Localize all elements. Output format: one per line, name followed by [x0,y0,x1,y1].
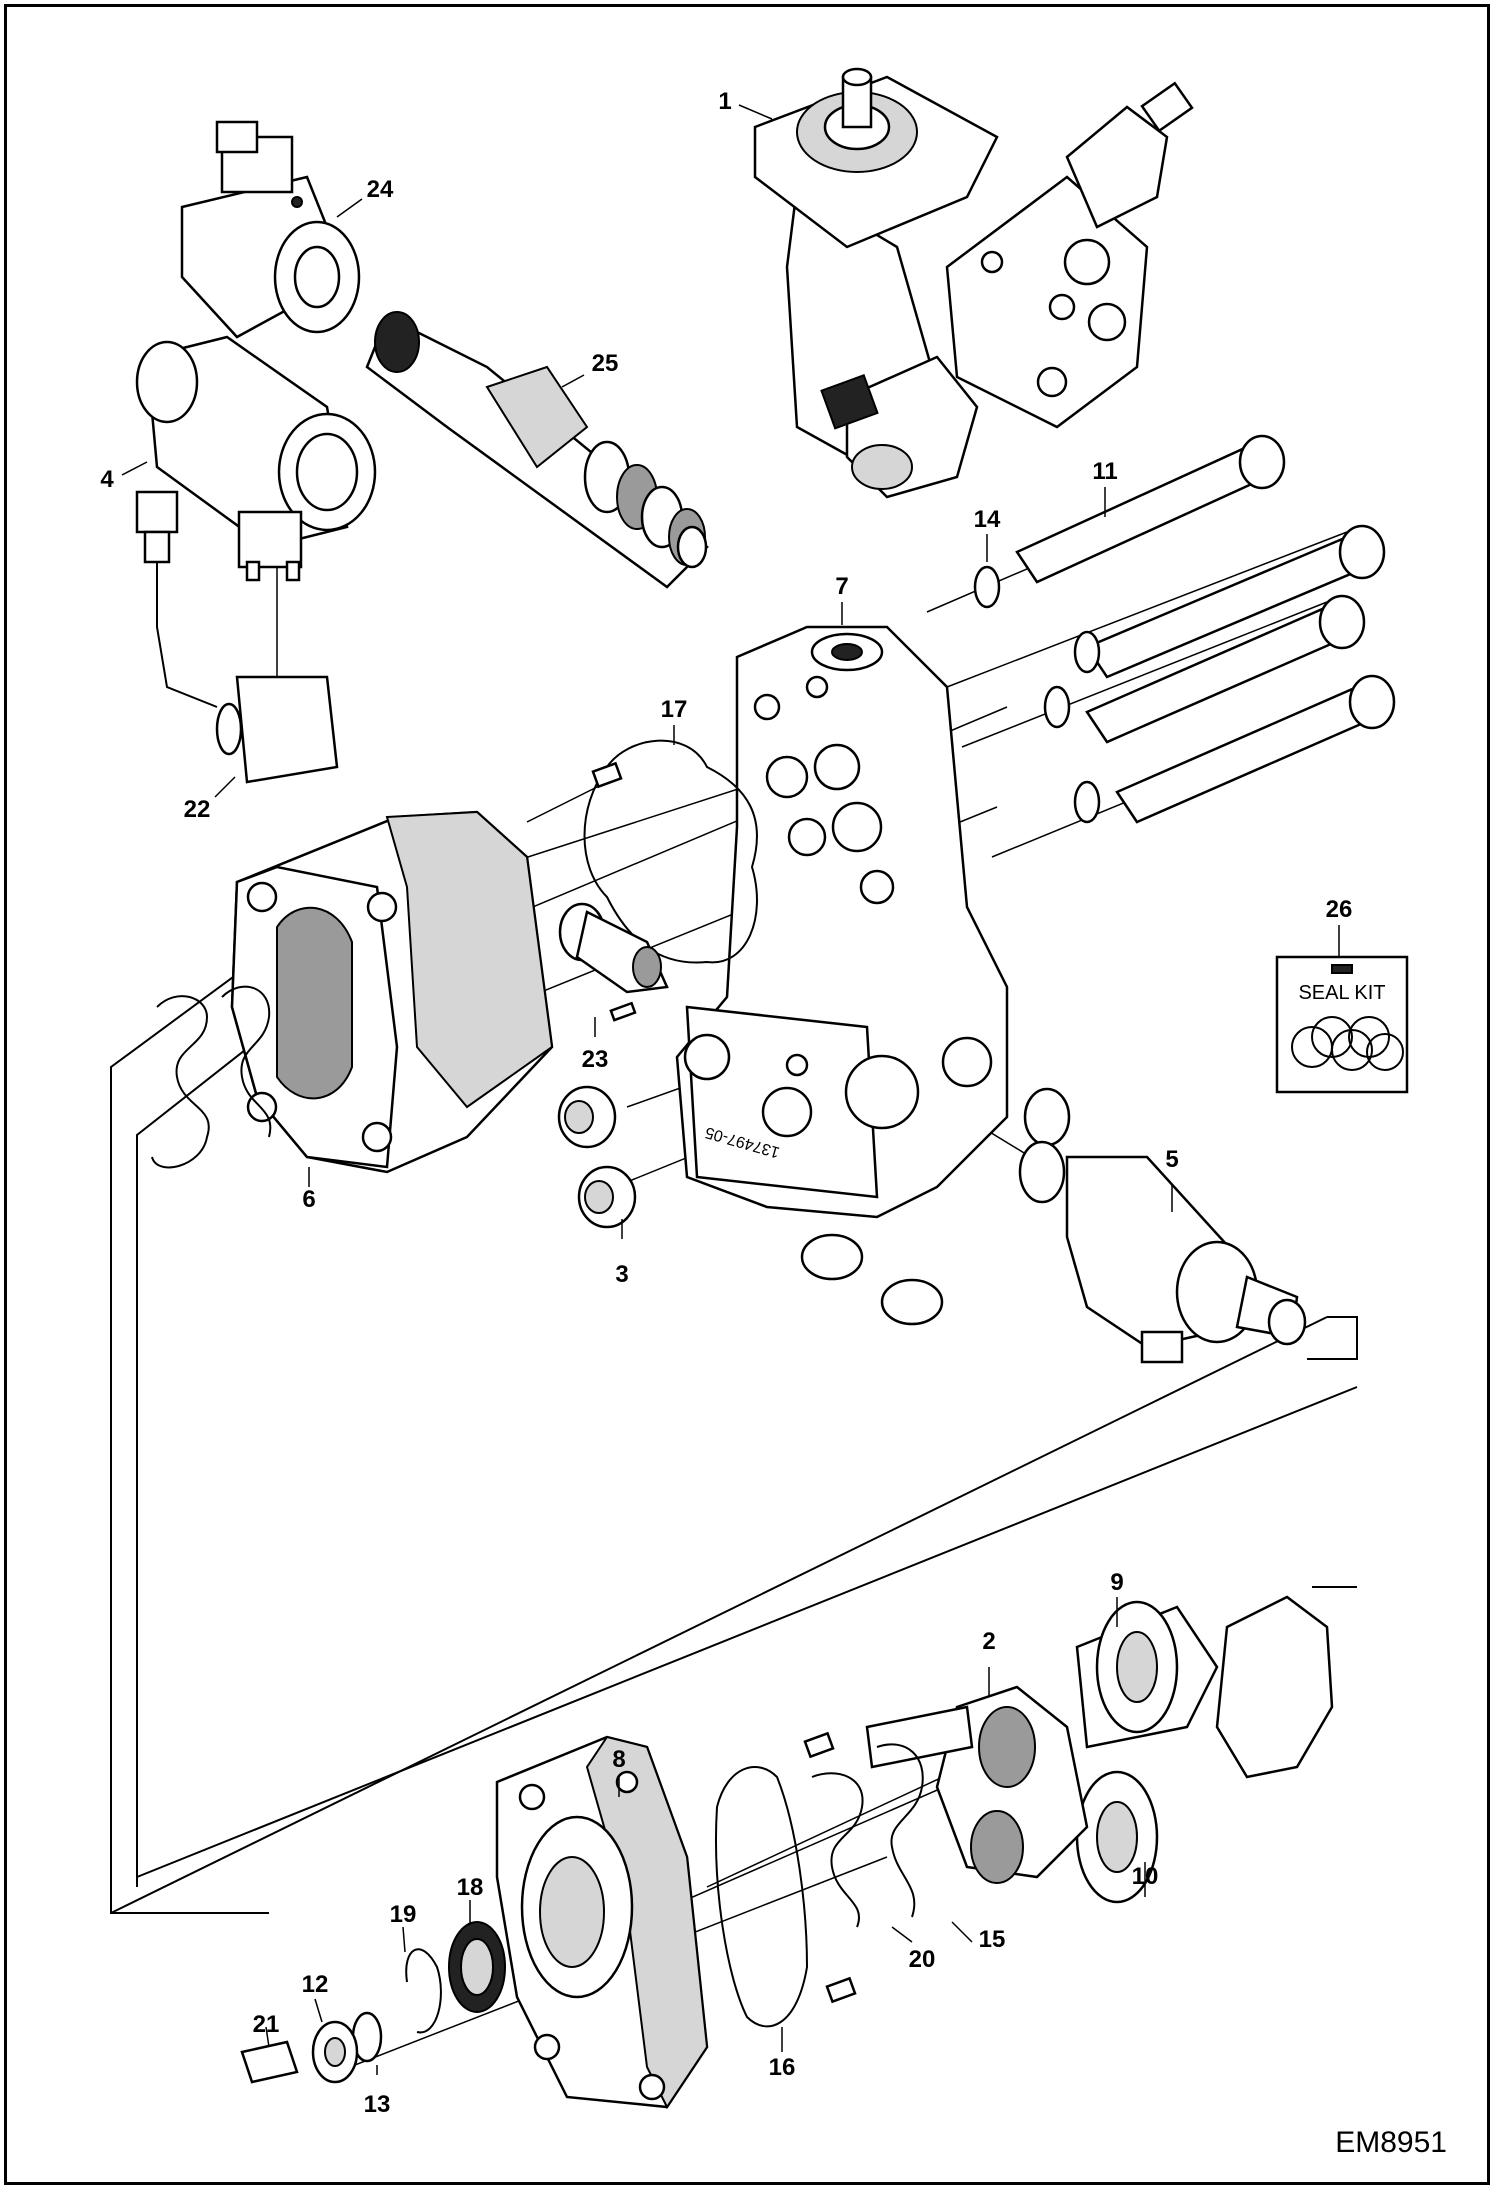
callout-26: 26 [1326,896,1353,923]
callout-7: 7 [835,573,848,600]
housing-plates [151,985,272,1169]
callout-24: 24 [367,176,394,203]
part-4-solenoid [135,335,377,582]
part-9-drive-gear [1075,1595,1334,1779]
part-23-relief-valve [558,902,669,1022]
callout-21: 21 [253,2011,280,2038]
part-7-valve-body: 137497-05 [675,625,1009,1219]
callout-4: 4 [100,466,114,493]
diagram-frame: 137497-05 [4,4,1490,2185]
callout-18: 18 [457,1874,484,1901]
seal-kit-rings [1291,1016,1404,1071]
part-3-plugs [557,1085,1071,1326]
part-11-bolts [1015,434,1396,824]
part-22-connector-harness [135,490,339,784]
part-24-solenoid-coil [180,120,361,339]
callout-3: 3 [615,1261,628,1288]
part-1-pump-assembly [753,67,1194,499]
part-17-o-ring [583,739,758,964]
callout-12: 12 [302,1971,329,1998]
part-6-pump-housing [230,761,623,1174]
part-16-o-ring [715,1731,857,2028]
callout-11: 11 [1092,458,1117,485]
callout-6: 6 [302,1186,315,1213]
callout-25: 25 [592,350,619,377]
callout-19: 19 [390,1901,417,1928]
callout-22: 22 [184,796,211,823]
part-2-bearing-block [865,1685,1089,1884]
callout-2: 2 [982,1628,995,1655]
drawing-code: EM8951 [1335,2126,1447,2159]
callout-13: 13 [364,2091,391,2118]
part-12-nut [311,2020,359,2084]
callout-15: 15 [979,1926,1006,1953]
callout-labels: 1 2 3 4 5 6 7 8 9 10 11 12 13 14 15 16 1 [100,88,1352,2118]
seal-kit-label: SEAL KIT [1298,982,1385,1004]
callout-10: 10 [1132,1863,1159,1890]
part-5-solenoid-valve [1018,1140,1307,1364]
callout-9: 9 [1110,1569,1123,1596]
callout-20: 20 [909,1946,936,1973]
part-15-20-plates [811,1743,924,1928]
callout-23: 23 [582,1046,609,1073]
callout-8: 8 [612,1746,625,1773]
callout-5: 5 [1165,1146,1178,1173]
part-10-driven-gear [1075,1770,1159,1904]
callout-14: 14 [974,506,1001,533]
callout-1: 1 [718,88,731,115]
callout-17: 17 [661,696,688,723]
callout-16: 16 [769,2054,796,2081]
exploded-parts-diagram: 137497-05 [100,67,1447,2159]
part-19-snap-ring [405,1948,442,2034]
part-25-cartridge-valve [365,311,709,589]
part-21-key [240,2040,299,2084]
part-18-shaft-seal [448,1921,506,2013]
part-14-washers [973,565,1101,824]
part-26-seal-kit: SEAL KIT [1275,955,1409,1094]
part-8-front-plate [495,1735,709,2109]
